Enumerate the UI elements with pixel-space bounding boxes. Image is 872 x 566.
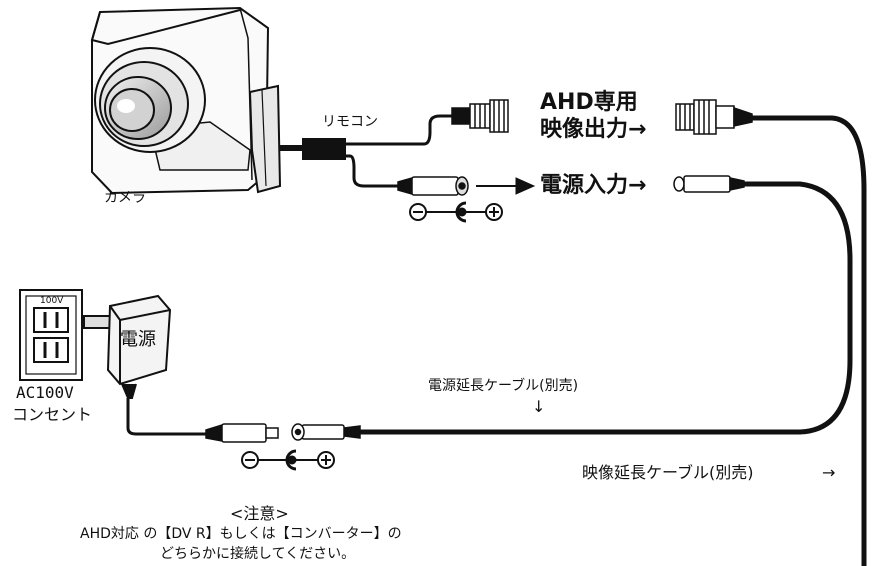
note-line1: AHD対応 の【DV R】もしくは【コンバーター】の <box>80 526 402 542</box>
note-line2: どちらかに接続してください。 <box>160 546 356 562</box>
power-input-label: 電源入力→ <box>540 173 647 198</box>
bnc-connector-icon <box>451 99 509 133</box>
remote-controller-box <box>302 138 346 160</box>
extension-bnc-connector <box>675 99 753 135</box>
outlet-rating-label: 100V <box>40 296 64 306</box>
extension-dc-jack <box>291 423 361 441</box>
power-adapter-label: 電源 <box>120 329 156 350</box>
extension-cables <box>357 115 867 566</box>
video-extension-arrow: → <box>822 463 836 482</box>
note-title: <注意> <box>230 504 289 523</box>
remote-label: リモコン <box>322 114 378 130</box>
outlet-label: コンセント <box>12 405 93 424</box>
video-extension-cable-label: 映像延長ケーブル(別売) <box>582 463 754 482</box>
polarity-symbol-icon <box>409 201 503 223</box>
adapter-dc-plug <box>205 423 279 443</box>
polarity-symbol-icon <box>241 449 335 471</box>
power-extension-arrow: ↓ <box>532 397 546 416</box>
dc-jack-icon <box>673 175 745 193</box>
ahd-output-label-line1: AHD専用 <box>540 90 638 115</box>
power-outlet-icon <box>19 289 83 381</box>
ahd-output-label-line2: 映像出力→ <box>540 117 647 142</box>
ac100v-label: AC100V <box>16 383 74 402</box>
camera-pigtail <box>280 114 452 188</box>
adapter-cable <box>126 398 206 436</box>
power-extension-cable-label: 電源延長ケーブル(別売) <box>428 378 579 394</box>
camera-label: カメラ <box>104 190 146 206</box>
camera-icon <box>90 6 282 195</box>
power-adapter-icon <box>83 294 172 399</box>
dc-plug-icon <box>397 176 469 196</box>
